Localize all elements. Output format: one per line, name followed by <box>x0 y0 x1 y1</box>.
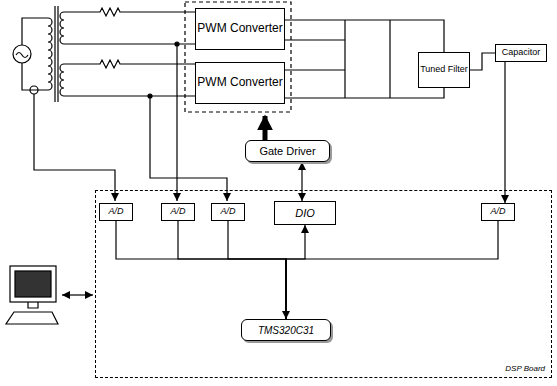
box-label: PWM Converter <box>197 22 282 35</box>
adc-box: A/D <box>161 203 195 221</box>
connector <box>286 225 305 319</box>
dio-box: DIO <box>274 201 336 225</box>
box-label: DSP Board <box>505 365 545 374</box>
transformer-core <box>57 6 58 102</box>
dc-bus <box>389 20 390 98</box>
ac-symbol <box>16 53 28 58</box>
filter-box: Tuned Filter <box>418 52 470 88</box>
box-label: A/D <box>170 207 185 217</box>
adc-box: A/D <box>211 203 245 221</box>
power-circuit <box>6 2 390 324</box>
reactor-wire <box>64 8 195 16</box>
sense-line <box>34 94 115 201</box>
adc-box: A/D <box>481 203 515 221</box>
box-label: DIO <box>295 207 315 219</box>
dc-wire <box>279 69 345 70</box>
box-label: A/D <box>490 207 505 217</box>
secondary-winding <box>60 12 64 44</box>
computer-keyboard <box>6 312 58 324</box>
connector-layer <box>116 20 505 319</box>
ac-source <box>13 45 31 63</box>
connector <box>470 53 495 70</box>
secondary-winding <box>60 64 64 96</box>
capacitor-box: Capacitor <box>495 44 547 62</box>
box-label: Capacitor <box>502 48 541 58</box>
link-arrow <box>62 294 93 295</box>
computer-stand <box>28 302 38 308</box>
connector <box>286 221 498 319</box>
connector <box>285 20 444 52</box>
dsp-board: DSP Board A/D A/D A/D DIO A/D TMS320C31 <box>95 190 552 378</box>
converter-group <box>185 2 291 112</box>
current-sensor <box>30 86 38 94</box>
wire <box>64 95 195 96</box>
computer-monitor <box>10 266 56 302</box>
box-label: Gate Driver <box>259 145 315 157</box>
dc-bus <box>344 20 345 98</box>
connector <box>504 62 505 203</box>
converter-box: PWM Converter <box>195 62 285 104</box>
cpu-box: TMS320C31 <box>241 319 331 341</box>
connector <box>228 221 286 319</box>
transformer-core <box>54 6 55 102</box>
box-label: Tuned Filter <box>420 65 468 75</box>
control-arrow <box>263 116 268 140</box>
adc-box: A/D <box>99 203 133 221</box>
box-label: PWM Converter <box>197 76 282 89</box>
wire <box>22 18 48 45</box>
box-label: A/D <box>108 207 123 217</box>
converter-box: PWM Converter <box>195 8 285 50</box>
box-label: TMS320C31 <box>258 325 314 336</box>
connector <box>285 88 444 98</box>
reactor-wire <box>64 60 195 68</box>
connector <box>178 221 286 319</box>
dc-wire <box>279 39 345 40</box>
connector <box>301 162 302 201</box>
computer-screen <box>15 271 51 297</box>
primary-winding <box>48 18 52 90</box>
driver-box: Gate Driver <box>245 140 330 162</box>
box-label: A/D <box>220 207 235 217</box>
connector <box>116 221 286 319</box>
